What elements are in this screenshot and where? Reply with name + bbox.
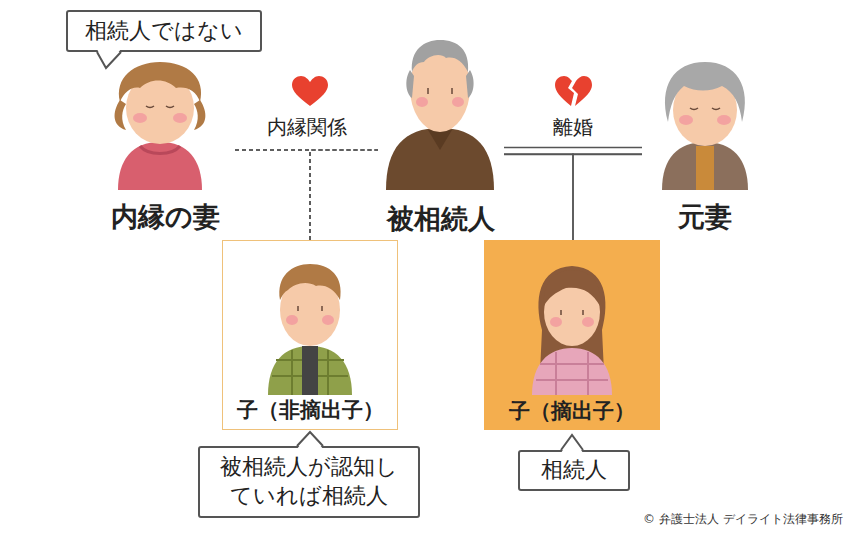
bubble-tail — [561, 435, 583, 453]
node-text: 被相続人 — [387, 203, 495, 235]
copyright-note: © 弁護士法人 デイライト法律事務所 — [643, 511, 843, 528]
callout-bubble: 被相続人が認知していれば相続人 — [198, 446, 420, 518]
connector — [310, 150, 378, 240]
person-node: 内縁の妻 — [95, 55, 235, 233]
connector-line — [504, 147, 642, 149]
bubble-tail — [97, 49, 121, 68]
bubble-tail — [297, 432, 323, 449]
connector-line — [310, 150, 378, 240]
child-figure — [268, 264, 352, 395]
child-figure — [532, 266, 612, 395]
callout-bubble: 相続人ではない — [66, 10, 262, 52]
person-node: 元妻 — [642, 55, 768, 233]
edge-label: 内縁関係 — [264, 115, 350, 139]
node-text: 子（摘出子） — [509, 399, 635, 424]
connector-line — [235, 150, 310, 240]
child-box: 子（非摘出子） — [222, 240, 398, 430]
node-text: 子（非摘出子） — [237, 398, 384, 423]
heart-icon — [292, 76, 328, 106]
connector-line — [504, 154, 573, 240]
connector — [235, 150, 310, 240]
ex-wife-figure — [662, 62, 748, 190]
node-text: 相続人ではない — [85, 17, 243, 46]
connector — [573, 154, 642, 240]
person-node: 被相続人 — [378, 35, 504, 235]
node-text: 内縁の妻 — [111, 201, 220, 233]
connector-line — [573, 154, 642, 240]
deceased-figure — [386, 40, 494, 190]
connector — [504, 154, 573, 240]
edge-label: 離婚 — [550, 115, 596, 139]
broken-heart-icon — [555, 76, 592, 106]
node-text: 相続人 — [541, 456, 607, 485]
partner-figure — [115, 62, 206, 190]
node-text: 元妻 — [678, 201, 732, 233]
child-box: 子（摘出子） — [484, 240, 660, 430]
callout-bubble: 相続人 — [518, 450, 630, 491]
node-text: 被相続人が認知していれば相続人 — [220, 453, 398, 510]
